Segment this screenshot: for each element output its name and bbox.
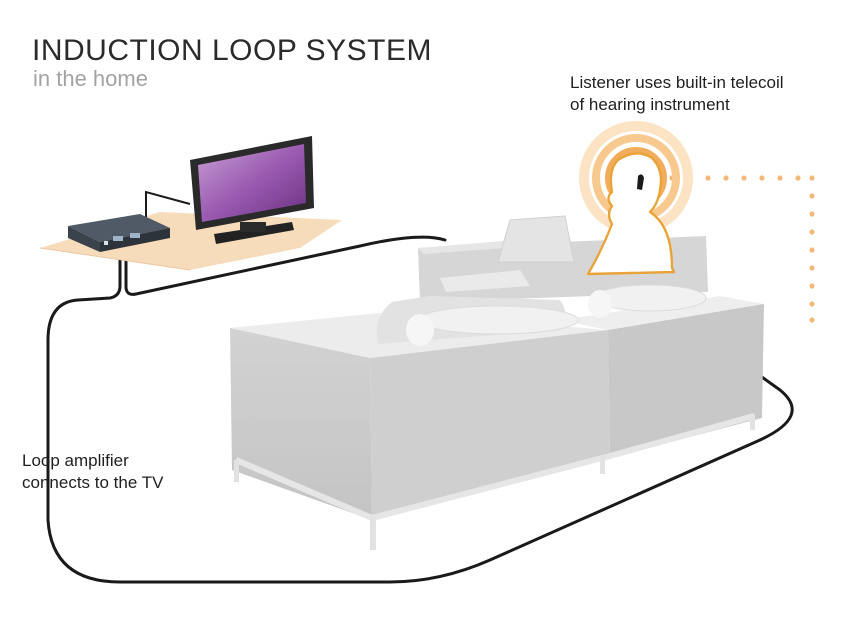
amplifier-caption-line-2: connects to the TV	[22, 473, 164, 492]
listener-silhouette-icon	[586, 152, 676, 276]
sofa-icon	[230, 284, 764, 550]
hearing-aid-icon	[637, 174, 644, 190]
page-title: INDUCTION LOOP SYSTEM	[32, 34, 433, 67]
page-subtitle: in the home	[33, 66, 148, 91]
loop-wire-return	[124, 235, 447, 296]
listener-caption-line-1: Listener uses built-in telecoil	[570, 73, 784, 92]
listener-caption-line-2: of hearing instrument	[570, 95, 730, 114]
loop-amplifier-icon	[68, 214, 170, 252]
loop-wire	[46, 248, 794, 584]
tv-icon	[145, 136, 314, 244]
listener-caption: Listener uses built-in telecoil of heari…	[570, 72, 830, 116]
